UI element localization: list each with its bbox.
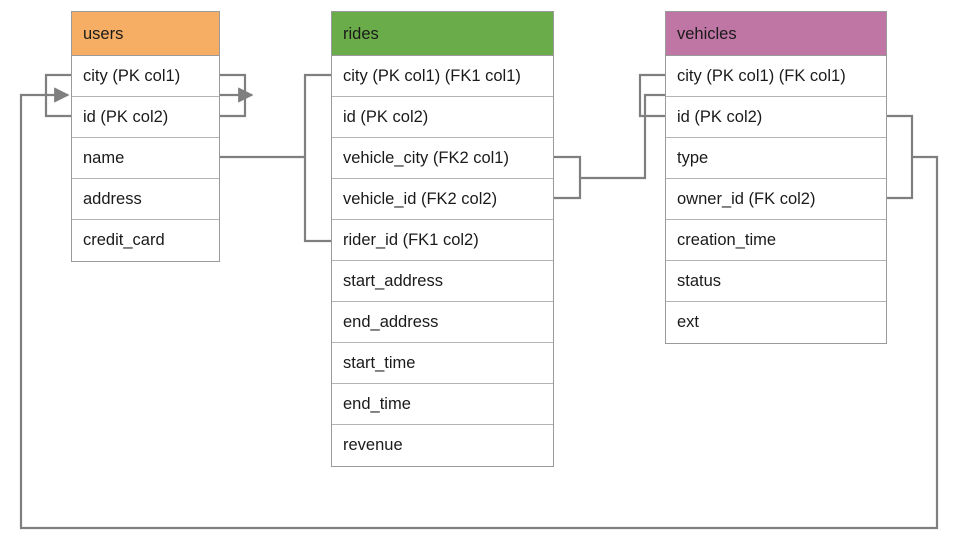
table-users-column-city[interactable]: city (PK col1): [72, 56, 219, 97]
table-rides-column-revenue[interactable]: revenue: [332, 425, 553, 466]
table-rides-column-vehicle-id[interactable]: vehicle_id (FK2 col2): [332, 179, 553, 220]
table-vehicles-column-city[interactable]: city (PK col1) (FK col1): [666, 56, 886, 97]
table-rides-column-id[interactable]: id (PK col2): [332, 97, 553, 138]
table-users-header: users: [72, 12, 219, 56]
table-users-column-address[interactable]: address: [72, 179, 219, 220]
table-rides-column-city[interactable]: city (PK col1) (FK1 col1): [332, 56, 553, 97]
table-rides-column-vehicle-city[interactable]: vehicle_city (FK2 col1): [332, 138, 553, 179]
table-vehicles-column-ext[interactable]: ext: [666, 302, 886, 343]
rides-fk1-bracket: [303, 73, 331, 243]
users-pk-bracket-right: [220, 73, 247, 118]
table-vehicles-column-creation-time[interactable]: creation_time: [666, 220, 886, 261]
table-rides-column-rider-id[interactable]: rider_id (FK1 col2): [332, 220, 553, 261]
table-vehicles-column-status[interactable]: status: [666, 261, 886, 302]
users-pk-bracket-left: [44, 73, 71, 118]
table-vehicles-column-owner-id[interactable]: owner_id (FK col2): [666, 179, 886, 220]
table-users-column-credit-card[interactable]: credit_card: [72, 220, 219, 261]
table-vehicles-column-id[interactable]: id (PK col2): [666, 97, 886, 138]
table-rides-column-end-time[interactable]: end_time: [332, 384, 553, 425]
rides-fk1-to-users-edge: [203, 87, 305, 159]
table-rides-column-start-time[interactable]: start_time: [332, 343, 553, 384]
rides-fk2-bracket: [554, 155, 582, 200]
table-vehicles-column-type[interactable]: type: [666, 138, 886, 179]
table-rides-header: rides: [332, 12, 553, 56]
table-users[interactable]: users city (PK col1) id (PK col2) name a…: [71, 11, 220, 262]
table-rides-column-end-address[interactable]: end_address: [332, 302, 553, 343]
vehicles-pk-bracket-left: [638, 73, 665, 118]
table-users-column-name[interactable]: name: [72, 138, 219, 179]
table-vehicles-header: vehicles: [666, 12, 886, 56]
vehicles-fk-bracket: [887, 114, 914, 200]
table-vehicles[interactable]: vehicles city (PK col1) (FK col1) id (PK…: [665, 11, 887, 344]
table-users-column-id[interactable]: id (PK col2): [72, 97, 219, 138]
table-rides-column-start-address[interactable]: start_address: [332, 261, 553, 302]
table-rides[interactable]: rides city (PK col1) (FK1 col1) id (PK c…: [331, 11, 554, 467]
